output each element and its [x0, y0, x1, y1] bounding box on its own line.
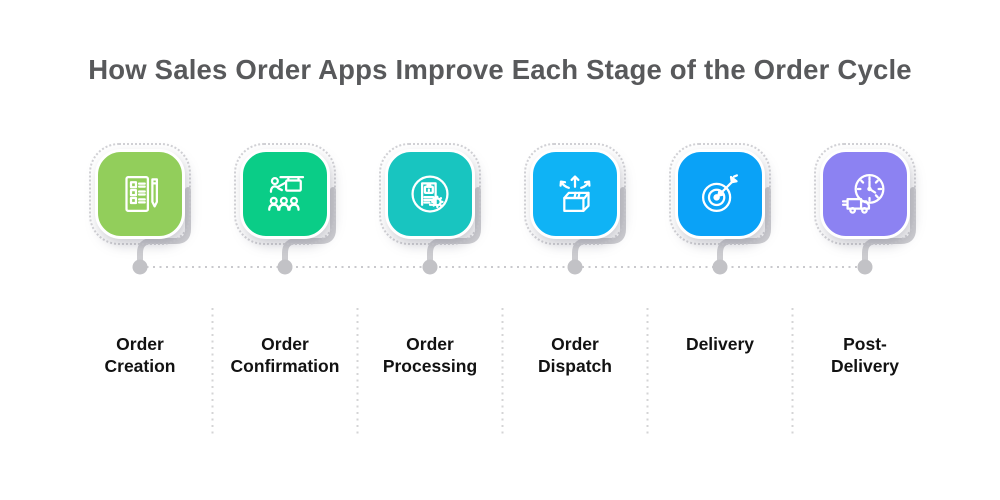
- timeline-dot: [857, 259, 873, 275]
- timeline-dot: [277, 259, 293, 275]
- box-dispatch-arrows-icon: [559, 175, 591, 212]
- truck-clock-icon: [841, 173, 885, 214]
- stage-tile: [240, 149, 330, 239]
- stage-tile: [530, 149, 620, 239]
- presentation-team-icon: [268, 176, 305, 211]
- timeline-dot: [567, 259, 583, 275]
- stage-label-order-dispatch: Order Dispatch: [538, 334, 612, 376]
- target-dart-icon: [702, 174, 738, 212]
- stage-tile-order-creation: [89, 143, 191, 245]
- stage-tile-post-delivery: [814, 143, 916, 245]
- stage-tile: [95, 149, 185, 239]
- stage-tile: [675, 149, 765, 239]
- timeline-dot: [712, 259, 728, 275]
- timeline-dot: [422, 259, 438, 275]
- column-dividers: [211, 308, 794, 436]
- stage-label-delivery: Delivery: [685, 334, 755, 354]
- stage-tile-order-dispatch: [524, 143, 626, 245]
- stage-label-post-delivery: Post- Delivery: [830, 334, 900, 376]
- stage-label-order-confirmation: Order Confirmation: [230, 334, 340, 376]
- stage-label-order-creation: Order Creation: [104, 334, 176, 376]
- checklist-pencil-icon: [125, 176, 158, 212]
- stage-tile: [820, 149, 910, 239]
- stage-label-order-processing: Order Processing: [382, 334, 478, 376]
- timeline-dots: [132, 259, 873, 275]
- stage-tile-order-processing: [379, 143, 481, 245]
- stage-tile: [385, 149, 475, 239]
- timeline-dot: [132, 259, 148, 275]
- page-title: How Sales Order Apps Improve Each Stage …: [88, 54, 912, 85]
- stage-tile-order-confirmation: [234, 143, 336, 245]
- stage-tile-delivery: [669, 143, 771, 245]
- document-gear-icon: [411, 175, 449, 213]
